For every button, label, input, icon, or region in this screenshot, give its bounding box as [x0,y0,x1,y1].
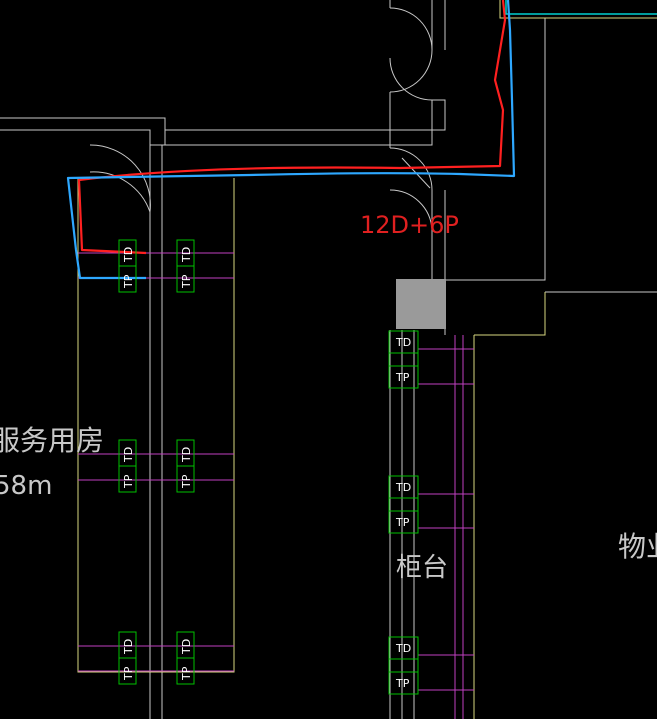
boundary-top-right [499,0,657,19]
door-arc-mid [389,147,433,191]
outlet-label-data: TD [122,447,135,463]
outlet-group-counter[interactable]: TD TP [388,636,419,695]
counter-label: 柜台 [396,553,448,583]
outlet-label-phone: TP [395,371,410,384]
bay-right-verticals [454,335,464,719]
outlet-label-data: TD [122,247,135,263]
bay-row-1 [78,252,234,279]
wall-corridor-b [431,190,446,279]
outlet-label-data: TD [180,639,193,655]
structural-column [396,279,446,329]
workstation-bays [78,252,474,719]
bay-right-3 [418,654,474,691]
outlet-spacer [388,352,419,367]
outlet-group-left[interactable]: TD TP [118,239,137,293]
wall-right-top [431,0,446,50]
outlet-label-data: TD [395,481,411,494]
outlet-label-data: TD [395,642,411,655]
room-boundaries [77,0,657,719]
wall-top-outer [0,99,446,131]
outlet-label-data: TD [180,247,193,263]
outlet-group-left[interactable]: TD TP [176,631,195,685]
boundary-left-room [77,178,235,673]
bay-right-1 [418,348,474,385]
door-arc-top-2 [389,49,433,93]
outlet-group-counter[interactable]: TD TP [388,475,419,534]
outlet-label-phone: TP [180,474,193,489]
outlet-groups-counter: TD TP TD TP TD TP [388,330,419,695]
wall-top-inner [0,100,433,146]
outlet-label-phone: TP [122,274,135,289]
bay-right-2 [418,493,474,529]
boundary-right-room [473,292,546,719]
cable-spec-annotation: 12D+6P [360,211,459,239]
door-arc-top-1 [389,7,433,51]
right-room-label: 物业 [618,530,657,563]
wall-corridor-right [444,18,657,335]
door-arc-left [89,171,151,213]
outlet-group-counter[interactable]: TD TP [388,330,419,389]
outlet-label-data: TD [180,447,193,463]
outlet-label-data: TD [122,639,135,655]
door-arc-top-3 [389,57,433,101]
outlet-label-phone: TP [122,474,135,489]
outlet-label-phone: TP [122,666,135,681]
outlet-spacer [388,658,419,673]
outlet-group-left[interactable]: TD TP [176,439,195,493]
outlet-group-left[interactable]: TD TP [118,631,137,685]
bay-row-3 [78,645,234,672]
bay-row-2 [78,453,234,481]
outlet-group-left[interactable]: TD TP [118,439,137,493]
outlet-label-phone: TP [180,666,193,681]
door-arc-mid-2 [389,189,433,231]
outlet-label-phone: TP [180,274,193,289]
outlet-label-phone: TP [395,516,410,529]
outlet-spacer [388,497,419,512]
outlet-label-data: TD [395,336,411,349]
outlet-group-left[interactable]: TD TP [176,239,195,293]
left-room-area: 58m [0,471,52,501]
cyan-frame [505,0,657,15]
outlet-groups-left: TD TP TD TP TD TP TD TP TD TP TD TP [118,239,195,685]
left-room-name: 服务用房 [0,424,104,457]
outlet-label-phone: TP [395,677,410,690]
blue-cable-route [66,0,516,280]
